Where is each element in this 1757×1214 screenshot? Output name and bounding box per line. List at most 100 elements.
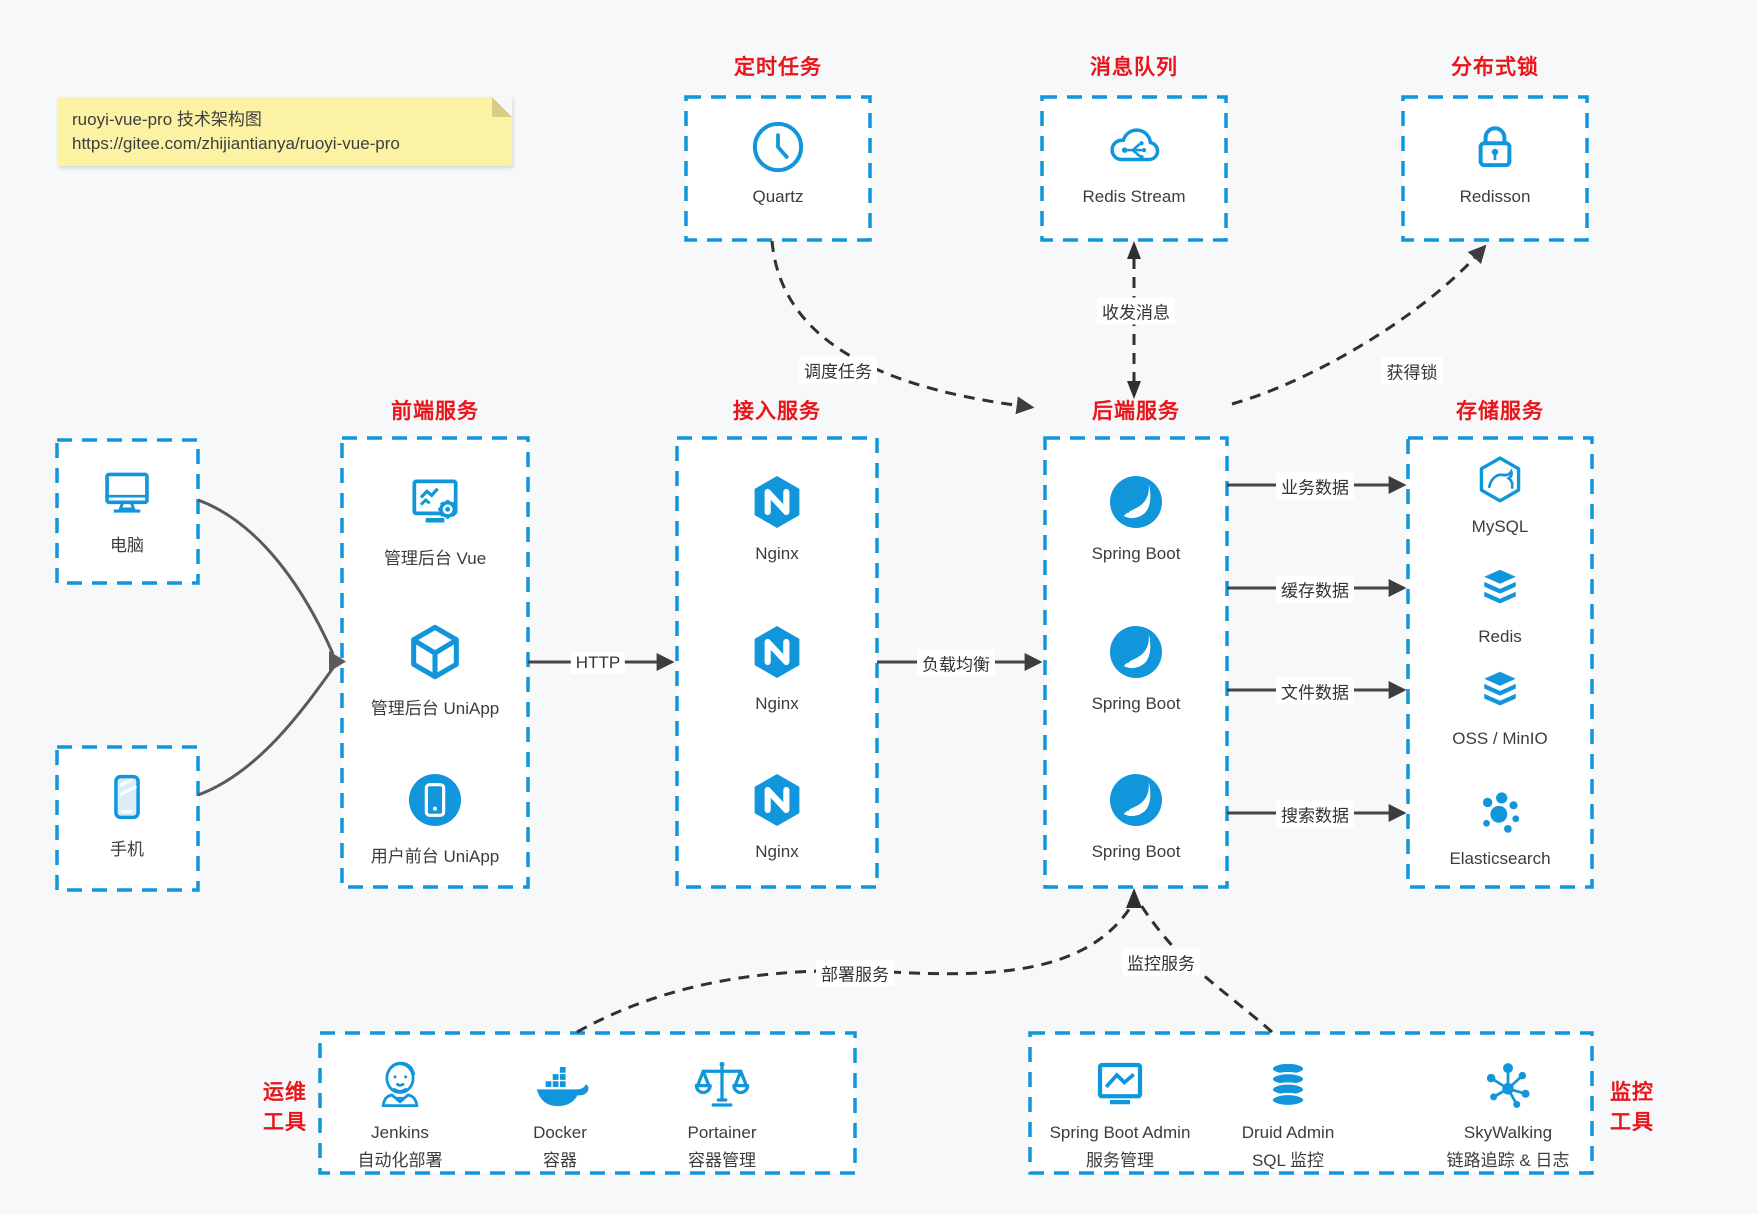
edge-http-label: HTTP (570, 652, 626, 674)
title-access: 接入服务 (733, 400, 821, 423)
admin-vue-label: 管理后台 Vue (383, 549, 487, 568)
nginx-icon (754, 476, 800, 528)
node-nginx-1: Nginx (687, 470, 867, 564)
pc-label: 电脑 (110, 536, 144, 555)
message-arrow-down (1127, 381, 1141, 399)
edge-file-data-label: 文件数据 (1276, 677, 1354, 705)
node-pc: 电脑 (37, 463, 217, 556)
portainer-icon (694, 1061, 750, 1107)
node-springboot-1: Spring Boot (1046, 470, 1226, 564)
spring-boot-admin-desc: 服务管理 (1086, 1151, 1154, 1170)
node-springboot-2: Spring Boot (1046, 620, 1226, 714)
node-redis: Redis (1410, 563, 1590, 647)
node-mobile: 手机 (37, 769, 217, 860)
node-admin-uniapp: 管理后台 UniApp (345, 620, 525, 719)
edge-deploy-label: 部署服务 (816, 959, 894, 987)
portainer-desc: 容器管理 (688, 1151, 756, 1170)
druid-label: Druid Admin (1241, 1123, 1335, 1142)
quartz-label: Quartz (752, 187, 804, 206)
title-monitor-1: 监控 (1610, 1081, 1654, 1104)
title-backend: 后端服务 (1092, 400, 1180, 423)
lock-box (1401, 95, 1589, 242)
mq-box (1040, 95, 1228, 242)
oss-minio-label: OSS / MinIO (1452, 729, 1548, 748)
skywalking-desc: 链路追踪 & 日志 (1446, 1151, 1570, 1170)
clock-icon (752, 121, 804, 173)
mysql-icon (1479, 456, 1521, 503)
title-storage: 存储服务 (1456, 400, 1544, 423)
node-spring-boot-admin: Spring Boot Admin 服务管理 (1015, 1055, 1225, 1171)
title-scheduler: 定时任务 (734, 56, 822, 79)
spring-boot-admin-label: Spring Boot Admin (1049, 1123, 1191, 1142)
druid-desc: SQL 监控 (1251, 1151, 1325, 1170)
springboot-label: Spring Boot (1091, 544, 1181, 563)
jenkins-icon (381, 1061, 419, 1107)
redis-label: Redis (1478, 627, 1522, 646)
mysql-label: MySQL (1471, 517, 1529, 536)
node-mysql: MySQL (1410, 453, 1590, 537)
edge-message-label: 收发消息 (1097, 297, 1175, 325)
node-druid: Druid Admin SQL 监控 (1198, 1055, 1378, 1171)
edge-acquire-lock-label: 获得锁 (1381, 357, 1443, 385)
node-redisson: Redisson (1405, 117, 1585, 207)
smartphone-icon (114, 774, 140, 820)
deploy-arrow-up (1126, 888, 1142, 908)
spring-boot-icon (1110, 626, 1162, 678)
title-ops-1: 运维 (263, 1081, 307, 1104)
user-app-icon (409, 774, 461, 826)
edge-schedule-task-label: 调度任务 (799, 356, 877, 384)
docker-icon (536, 1067, 589, 1107)
sticky-note: ruoyi-vue-pro 技术架构图 https://gitee.com/zh… (58, 97, 512, 166)
edge-load-balance-label: 负载均衡 (917, 649, 995, 677)
edge-monitor-label: 监控服务 (1122, 948, 1200, 976)
admin-vue-icon (412, 479, 458, 523)
edge-search-data-label: 搜索数据 (1276, 800, 1354, 828)
elasticsearch-label: Elasticsearch (1449, 849, 1551, 868)
note-title: ruoyi-vue-pro 技术架构图 (72, 110, 262, 129)
docker-label: Docker (533, 1123, 587, 1142)
mobile-label: 手机 (110, 840, 144, 859)
portainer-label: Portainer (687, 1123, 757, 1142)
nginx-label: Nginx (755, 544, 799, 563)
nginx-icon (754, 626, 800, 678)
node-nginx-2: Nginx (687, 620, 867, 714)
message-arrow-up (1127, 241, 1141, 259)
springboot-label: Spring Boot (1091, 842, 1181, 861)
node-nginx-3: Nginx (687, 768, 867, 862)
redis-stream-label: Redis Stream (1082, 187, 1186, 206)
jenkins-desc: 自动化部署 (357, 1151, 443, 1170)
ops-tools-box (318, 1031, 857, 1175)
nginx-label: Nginx (755, 842, 799, 861)
springboot-label: Spring Boot (1091, 694, 1181, 713)
node-user-uniapp: 用户前台 UniApp (345, 768, 525, 867)
redis-icon (1484, 569, 1516, 604)
node-docker: Docker 容器 (470, 1055, 650, 1171)
node-springboot-3: Spring Boot (1046, 768, 1226, 862)
lock-icon (1478, 126, 1512, 168)
spring-boot-admin-icon (1097, 1062, 1143, 1105)
cloud-stream-icon (1110, 128, 1160, 162)
title-monitor-2: 工具 (1610, 1111, 1654, 1134)
note-url: https://gitee.com/zhijiantianya/ruoyi-vu… (72, 134, 400, 153)
node-oss-minio: OSS / MinIO (1410, 665, 1590, 749)
title-ops-2: 工具 (263, 1111, 307, 1134)
uniapp-cube-icon (411, 624, 459, 680)
client-arrowhead (329, 651, 346, 672)
nginx-icon (754, 774, 800, 826)
node-quartz: Quartz (688, 117, 868, 207)
spring-boot-icon (1110, 476, 1162, 528)
skywalking-icon (1486, 1063, 1530, 1108)
client-curves (197, 498, 335, 797)
node-skywalking: SkyWalking 链路追踪 & 日志 (1403, 1055, 1613, 1171)
title-mq: 消息队列 (1090, 56, 1178, 79)
redisson-label: Redisson (1459, 187, 1531, 206)
monitor-icon (105, 472, 149, 513)
node-portainer: Portainer 容器管理 (632, 1055, 812, 1171)
node-elasticsearch: Elasticsearch (1410, 785, 1590, 869)
spring-boot-icon (1110, 774, 1162, 826)
elasticsearch-icon (1482, 792, 1520, 833)
docker-desc: 容器 (543, 1151, 577, 1170)
skywalking-label: SkyWalking (1463, 1123, 1553, 1142)
user-uniapp-label: 用户前台 UniApp (370, 847, 500, 866)
